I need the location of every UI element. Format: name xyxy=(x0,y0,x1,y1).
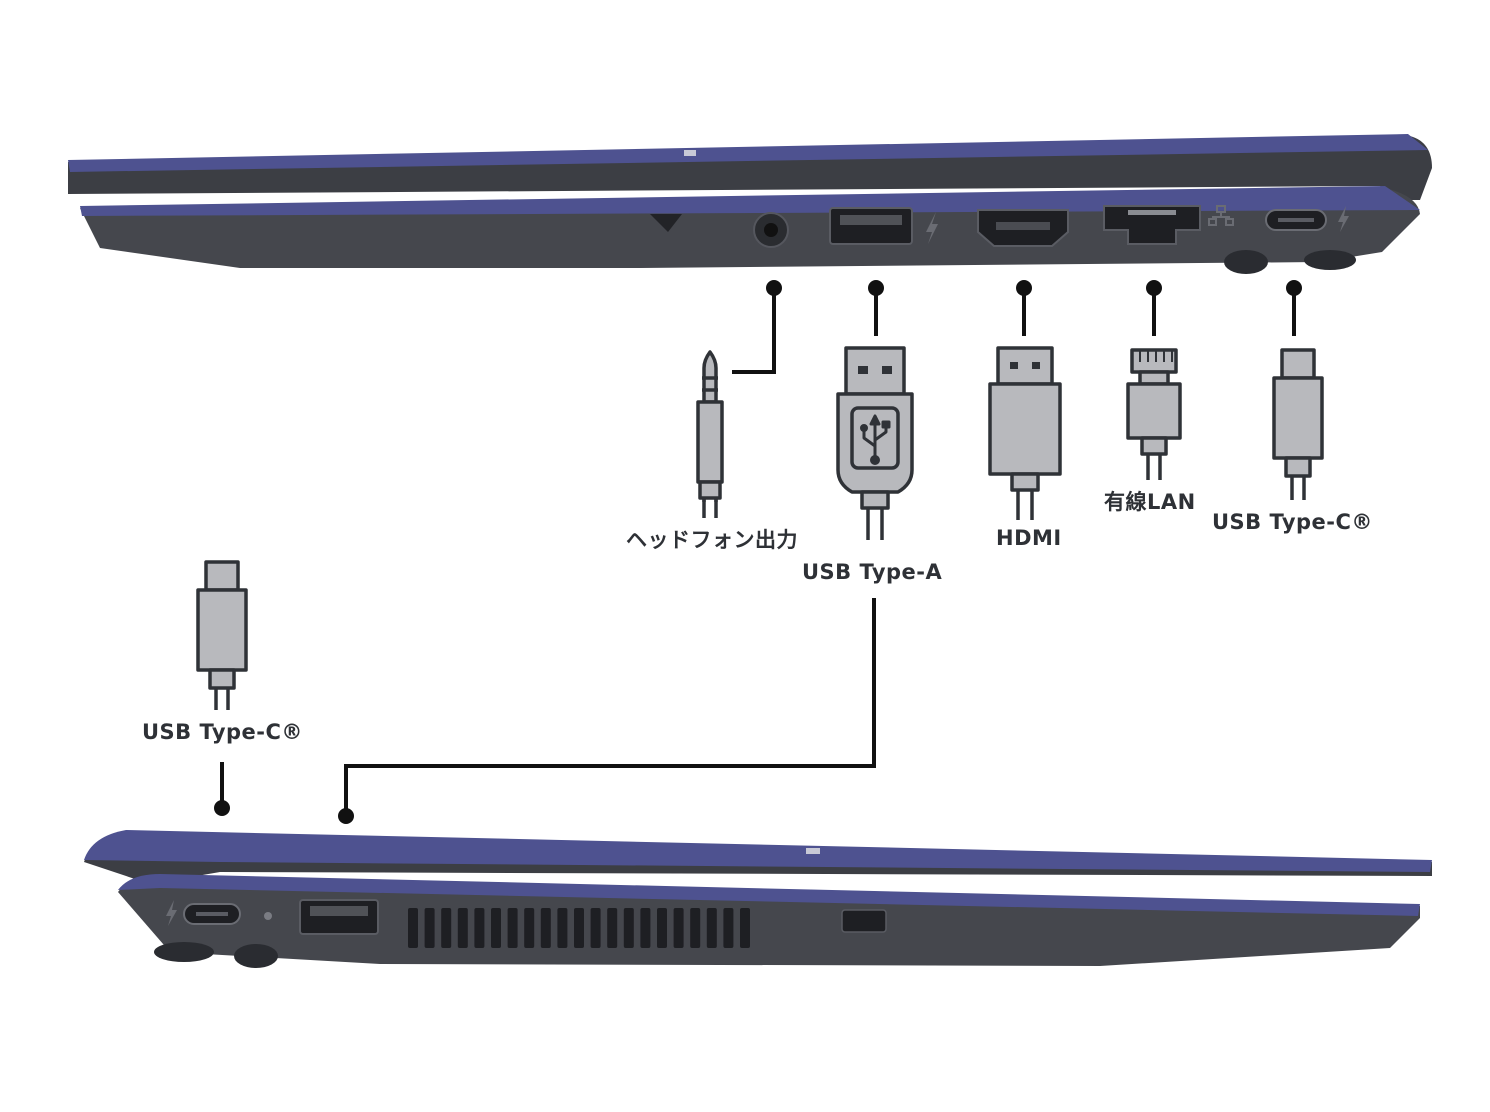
leader-usb-a-left xyxy=(344,598,876,816)
vent-slot xyxy=(690,908,701,948)
vent-slot xyxy=(623,908,634,948)
thunderbolt-icon xyxy=(926,212,938,244)
vent-slot xyxy=(474,908,485,948)
hdmi-port-pins xyxy=(996,222,1050,230)
vent-slot xyxy=(706,908,717,948)
label-usb-type-a: USB Type-A xyxy=(802,560,943,584)
usb-a-port xyxy=(829,207,913,245)
notch-icon xyxy=(650,214,682,232)
label-headphone: ヘッドフォン出力 xyxy=(626,528,798,552)
laptop-bottom-lid-trim xyxy=(84,830,1432,872)
vent-slot xyxy=(657,908,667,948)
vent-slot xyxy=(524,908,535,948)
lan-port xyxy=(1103,205,1201,245)
usb-c-port-right-tongue xyxy=(1278,218,1314,222)
vent-grille xyxy=(408,908,750,948)
lan-plug-icon xyxy=(1126,348,1182,480)
thunderbolt-icon xyxy=(166,900,177,926)
usb-a-plug-icon xyxy=(836,346,914,540)
vent-slot xyxy=(457,908,468,948)
laptop-top-lid-trim xyxy=(68,134,1428,172)
laptop-left-side xyxy=(84,830,1432,968)
vent-slot xyxy=(723,908,734,948)
leader-dots xyxy=(214,280,1302,824)
usb-c-plug-icon-left xyxy=(196,560,248,710)
security-lock-slot xyxy=(841,909,887,933)
headphone-jack-hole xyxy=(764,223,778,237)
laptop-top-foot xyxy=(1304,250,1356,270)
usb-c-plug-icon-right xyxy=(1272,348,1324,500)
laptop-bottom-foot xyxy=(234,944,278,968)
lid-hinge-mark xyxy=(806,848,820,854)
vent-slot xyxy=(441,908,452,948)
vent-slot xyxy=(673,908,684,948)
vent-slot xyxy=(640,908,651,948)
status-led xyxy=(264,912,272,920)
vent-slot xyxy=(424,908,435,948)
usb-a-port-tongue xyxy=(840,215,902,225)
leader-headphone xyxy=(732,290,776,374)
usb-a-port-left-tongue xyxy=(310,906,368,916)
label-usb-type-c-right: USB Type-C® xyxy=(1212,510,1373,534)
headphone-plug-icon xyxy=(696,350,724,518)
vent-slot xyxy=(590,908,601,948)
lan-port-pins xyxy=(1128,210,1176,215)
hdmi-plug-icon xyxy=(988,346,1062,520)
vent-slot xyxy=(408,908,418,948)
vent-slot xyxy=(574,908,584,948)
leader-dot xyxy=(1286,280,1302,296)
label-usb-type-c-left: USB Type-C® xyxy=(142,720,303,744)
leader-dot xyxy=(868,280,884,296)
laptop-bottom-base-trim xyxy=(118,874,1420,916)
lid-hinge-mark xyxy=(684,150,696,156)
label-hdmi: HDMI xyxy=(996,526,1062,550)
vent-slot xyxy=(740,908,750,948)
vent-slot xyxy=(540,908,551,948)
vent-slot xyxy=(507,908,518,948)
leader-dot xyxy=(338,808,354,824)
vent-slot xyxy=(557,908,568,948)
thunderbolt-icon xyxy=(1338,206,1349,232)
usb-symbol-icon xyxy=(860,414,891,465)
vent-slot xyxy=(607,908,618,948)
vent-slot xyxy=(491,908,501,948)
laptop-right-side xyxy=(68,134,1432,274)
leader-dot xyxy=(1146,280,1162,296)
leader-dot xyxy=(214,800,230,816)
leader-dot xyxy=(766,280,782,296)
usb-a-port-left xyxy=(299,899,379,935)
leader-dot xyxy=(1016,280,1032,296)
usb-c-port-left-tongue xyxy=(196,912,228,916)
laptop-bottom-foot xyxy=(154,942,214,962)
label-lan: 有線LAN xyxy=(1104,490,1196,514)
leader-lines xyxy=(220,290,1296,816)
laptop-top-foot xyxy=(1224,250,1268,274)
network-icon xyxy=(1208,205,1234,226)
laptop-top-base-trim xyxy=(80,186,1420,216)
